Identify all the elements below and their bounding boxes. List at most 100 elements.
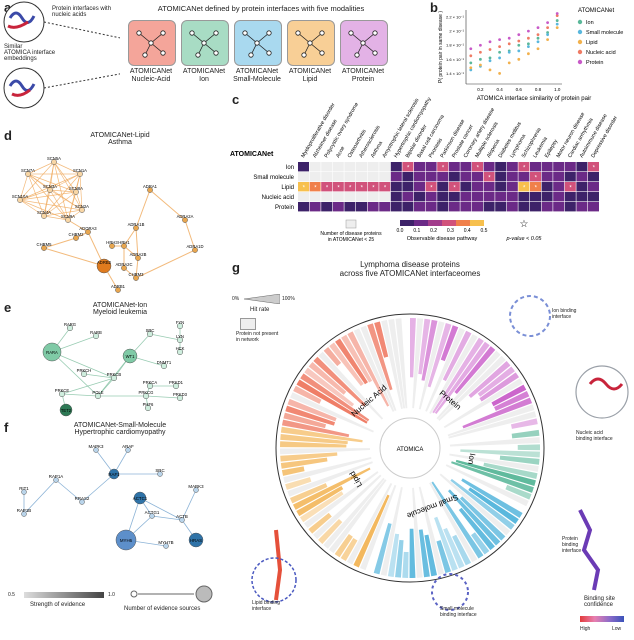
heatmap-cell xyxy=(483,182,495,192)
network-edge xyxy=(53,161,83,211)
network-edge xyxy=(43,173,81,217)
sector-bar xyxy=(283,412,327,429)
data-point xyxy=(469,68,473,72)
sector-bar xyxy=(499,455,540,465)
data-point xyxy=(527,29,530,33)
heatmap-cell xyxy=(495,182,507,192)
panel-d-label: d xyxy=(4,128,12,143)
sources-label: Number of evidence sources xyxy=(124,606,201,612)
network-edge xyxy=(27,161,55,175)
y-tick-label: 2.2 × 10⁻¹ xyxy=(446,15,465,20)
strength-colorbar xyxy=(24,592,104,598)
network-node-label: ACTG1 xyxy=(145,510,160,515)
panel-a-left-bottom-text: Similar ATOMICA interface embeddings xyxy=(4,44,56,62)
colorbar-segment xyxy=(442,220,456,226)
network-node xyxy=(51,159,57,165)
sector-bar xyxy=(454,346,496,395)
panel-a-label: a xyxy=(4,0,12,15)
sector-bar xyxy=(460,449,540,458)
data-point xyxy=(498,45,501,49)
network-node-label: ACTB xyxy=(176,514,188,519)
significance-star: * xyxy=(442,166,445,172)
heatmap-cell xyxy=(553,192,565,202)
heatmap-column-label: Acne xyxy=(335,145,346,159)
data-point xyxy=(527,36,530,40)
heatmap-cell xyxy=(472,162,483,172)
modality-label: ATOMICANet Nucleic-Acid xyxy=(129,68,173,83)
heatmap-cell xyxy=(460,192,472,202)
data-point xyxy=(555,26,559,30)
data-point xyxy=(479,57,482,61)
y-tick-label: 1.4 × 10⁻¹ xyxy=(446,71,465,76)
sector-bar xyxy=(443,527,465,569)
heatmap-cell xyxy=(564,172,576,182)
network-node-label: SCN10A xyxy=(12,194,28,199)
heatmap-cell xyxy=(344,202,356,212)
panel-f-title: ATOMICANet-Small-Molecule Hypertrophic c… xyxy=(73,422,167,436)
heatmap-cell xyxy=(506,202,518,212)
sector-bar xyxy=(424,534,438,577)
heatmap-cell xyxy=(541,182,553,192)
network-edge xyxy=(19,161,55,201)
sector-bar xyxy=(442,330,472,382)
modality-box xyxy=(340,20,388,66)
heatmap-cell xyxy=(402,202,414,212)
heatmap-cell xyxy=(425,172,437,182)
callout-small-molecule: Small molecule binding interface xyxy=(440,606,477,618)
sector-bar xyxy=(340,537,358,562)
network-edge xyxy=(49,173,81,191)
panel-g-title: Lymphoma disease proteins across five AT… xyxy=(339,260,481,278)
modality-label: ATOMICANet Ion xyxy=(182,68,226,83)
heatmap-row-label: Small molecule xyxy=(253,175,294,181)
heatmap-cell xyxy=(530,182,541,192)
heatmap-cell xyxy=(298,202,309,212)
network-node xyxy=(65,217,71,223)
heatmap-cell xyxy=(564,192,576,202)
network-edge xyxy=(19,199,69,221)
heatmap-cell xyxy=(541,202,553,212)
confidence-title: Binding site confidence xyxy=(584,596,616,608)
network-node-label: ADORA3 xyxy=(79,226,97,231)
network-node xyxy=(115,529,137,551)
sector-bar xyxy=(477,366,515,397)
network-edge xyxy=(53,161,77,193)
network-edge xyxy=(61,393,99,397)
network-node xyxy=(21,489,27,495)
panel-f-label: f xyxy=(4,420,9,435)
sector-bar xyxy=(434,516,458,571)
significance-star: * xyxy=(314,186,317,192)
network-node xyxy=(172,382,180,390)
network-node-label: HRH1 xyxy=(118,240,130,245)
x-tick-label: 0.8 xyxy=(535,87,542,92)
network-edge xyxy=(151,515,183,521)
sector-bar xyxy=(432,337,484,414)
significance-star: * xyxy=(384,186,387,192)
heatmap-cell xyxy=(472,182,483,192)
data-point xyxy=(507,36,511,40)
callout-ion: Ion binding interface xyxy=(552,308,577,320)
heatmap-row-label: Ion xyxy=(286,165,294,171)
heatmap-cell xyxy=(564,202,576,212)
sector-bar xyxy=(412,318,424,409)
nucleic-structure-helix xyxy=(588,377,624,391)
heatmap-cell xyxy=(518,192,530,202)
sector-bar xyxy=(323,346,342,367)
heatmap-cell xyxy=(356,202,367,212)
heatmap-cell xyxy=(356,182,367,192)
heatmap-cell xyxy=(309,162,321,172)
network-edge xyxy=(135,189,151,229)
heatmap-cell xyxy=(564,162,576,172)
data-point xyxy=(469,54,473,58)
sector-bar xyxy=(328,479,387,554)
heatmap-cell xyxy=(437,162,449,172)
network-node-label: SRC xyxy=(155,468,164,473)
heatmap-cell xyxy=(309,172,321,182)
heatmap-cell xyxy=(495,192,507,202)
sector-bar xyxy=(450,478,515,530)
heatmap-cell xyxy=(483,192,495,202)
network-node xyxy=(193,487,199,493)
network-node-label: MYH6 xyxy=(120,538,133,543)
sector-bar xyxy=(304,367,355,407)
heatmap-cell xyxy=(588,162,599,172)
